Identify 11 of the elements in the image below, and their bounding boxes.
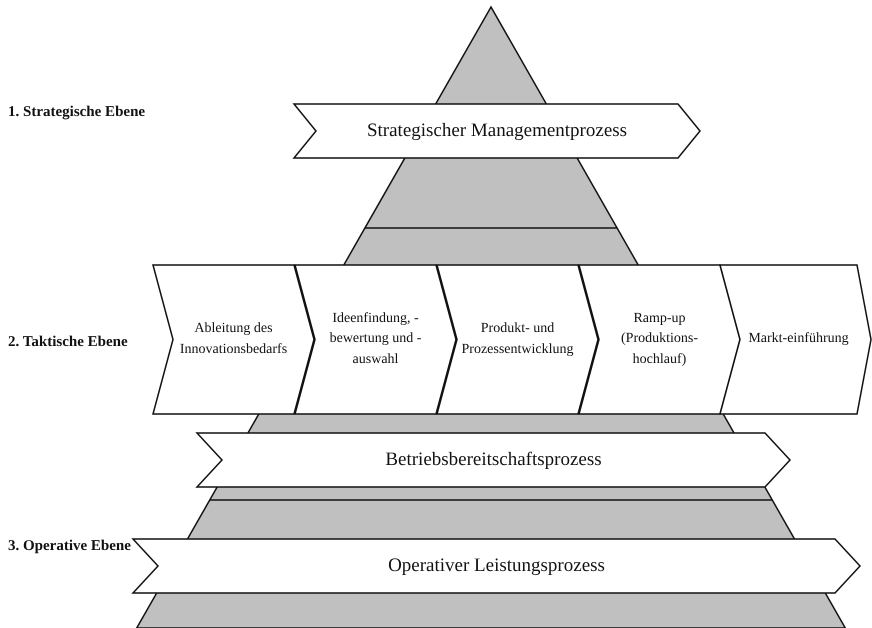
process-label: Operativer Leistungsprozess <box>388 554 605 578</box>
level-label: 1. Strategische Ebene <box>8 103 146 122</box>
level-label: 3. Operative Ebene <box>8 537 132 556</box>
process-label: Betriebsbereitschaftsprozess <box>385 448 602 472</box>
process-label: Ideenfindung, -bewertung und -auswahl <box>328 310 422 369</box>
process-label: Ramp-up (Produktions-hochlauf) <box>620 310 699 369</box>
process-label: Strategischer Managementprozess <box>366 120 628 142</box>
process-label: Produkt- und Prozessentwicklung <box>461 320 574 358</box>
process-label: Markt-einführung <box>748 330 849 348</box>
process-label: Ableitung des Innovationsbedarfs <box>178 320 288 358</box>
level-label: 2. Taktische Ebene <box>8 333 129 352</box>
